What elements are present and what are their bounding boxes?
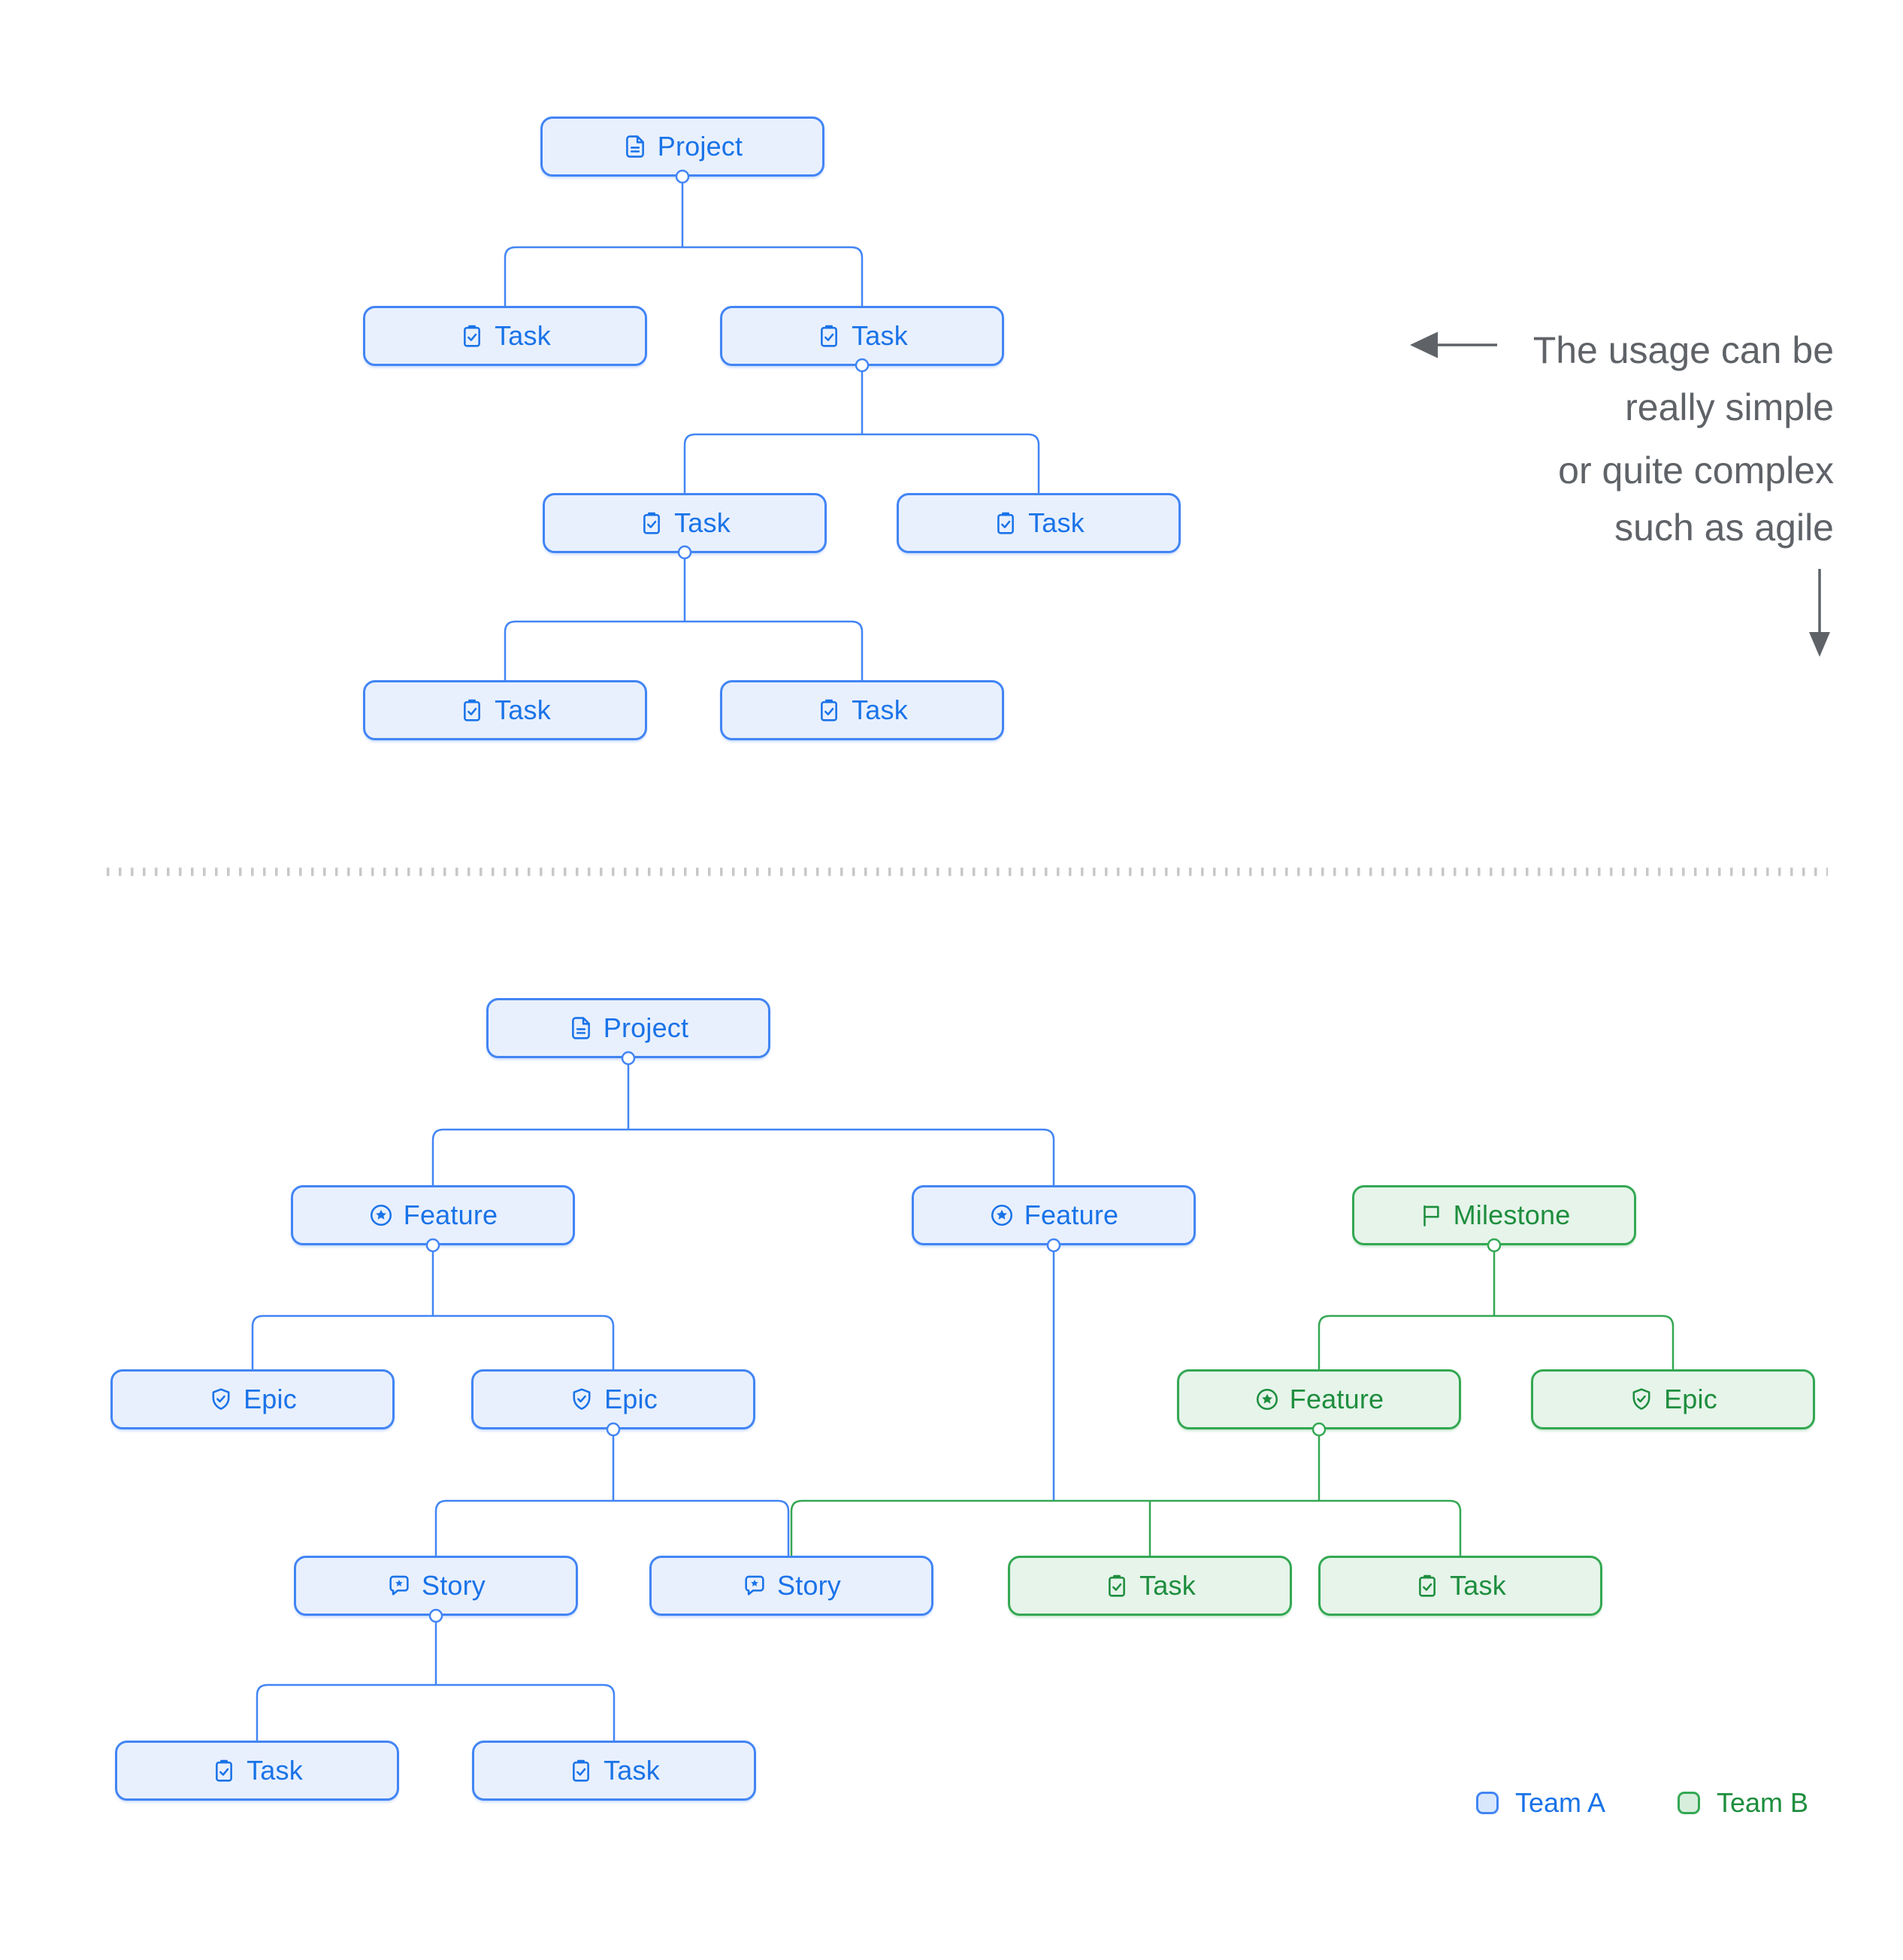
story-icon: [386, 1573, 412, 1599]
document-icon: [568, 1015, 594, 1041]
node-label: Task: [1028, 507, 1085, 538]
node-epic-a2[interactable]: Epic: [471, 1369, 755, 1429]
team-a-swatch: [1476, 1792, 1499, 1814]
node-label: Task: [495, 694, 551, 725]
node-story-2[interactable]: Story: [649, 1556, 933, 1616]
connector-epic2-stories: [434, 1499, 790, 1556]
connector-task2-children: [683, 433, 1040, 493]
annotation-line: really simple: [1625, 386, 1834, 428]
node-label: Project: [657, 131, 743, 162]
document-icon: [622, 134, 648, 159]
task-icon: [993, 510, 1018, 536]
node-label: Task: [247, 1755, 303, 1786]
connector-project2-features: [431, 1128, 1055, 1185]
team-b-label: Team B: [1717, 1787, 1809, 1818]
annotation-line: The usage can be: [1532, 329, 1834, 371]
team-a-label: Team A: [1515, 1787, 1606, 1818]
task-icon: [459, 323, 485, 349]
node-label: Task: [674, 507, 731, 538]
epic-icon: [208, 1387, 234, 1412]
node-label: Epic: [604, 1384, 658, 1414]
node-task-a1[interactable]: Task: [115, 1741, 399, 1801]
node-task-simple-1[interactable]: Task: [363, 306, 647, 366]
node-task-simple-5[interactable]: Task: [363, 680, 647, 740]
task-icon: [459, 697, 485, 723]
task-icon: [639, 510, 664, 536]
down-arrow-icon: [1809, 569, 1830, 657]
node-feature-a2[interactable]: Feature: [912, 1185, 1196, 1245]
node-label: Project: [603, 1012, 689, 1043]
node-task-simple-4[interactable]: Task: [897, 493, 1181, 553]
node-feature-a1[interactable]: Feature: [291, 1185, 575, 1245]
node-task-b2[interactable]: Task: [1318, 1556, 1602, 1616]
connector-feature1-epics: [251, 1314, 615, 1369]
annotation-text: The usage can be really simple or quite …: [1533, 322, 1834, 556]
node-feature-b[interactable]: Feature: [1177, 1369, 1461, 1429]
node-label: Task: [1450, 1570, 1506, 1601]
node-epic-b[interactable]: Epic: [1531, 1369, 1815, 1429]
connector-story1-tasks: [256, 1683, 616, 1741]
node-label: Story: [421, 1570, 486, 1601]
node-task-b1[interactable]: Task: [1008, 1556, 1292, 1616]
legend-team-a: Team A: [1476, 1787, 1605, 1819]
node-label: Milestone: [1453, 1199, 1571, 1230]
feature-icon: [368, 1202, 394, 1228]
feature-icon: [1254, 1387, 1280, 1412]
node-label: Task: [495, 320, 551, 351]
flag-icon: [1418, 1202, 1444, 1228]
node-project-complex[interactable]: Project: [486, 998, 770, 1058]
node-label: Task: [1139, 1570, 1196, 1601]
legend-team-b: Team B: [1678, 1787, 1808, 1819]
connector-milestone-children: [1318, 1314, 1675, 1369]
annotation-line: or quite complex: [1558, 449, 1834, 492]
node-task-simple-3[interactable]: Task: [543, 493, 827, 553]
node-task-simple-6[interactable]: Task: [720, 680, 1004, 740]
node-label: Epic: [244, 1384, 297, 1414]
left-arrow-icon: [1410, 331, 1497, 358]
node-story-1[interactable]: Story: [294, 1556, 578, 1616]
node-label: Task: [604, 1755, 660, 1786]
node-milestone[interactable]: Milestone: [1352, 1185, 1636, 1245]
node-epic-a1[interactable]: Epic: [110, 1369, 395, 1429]
node-label: Task: [852, 694, 908, 725]
task-icon: [1414, 1573, 1440, 1599]
epic-icon: [1629, 1387, 1654, 1412]
epic-icon: [569, 1387, 594, 1412]
connector-shared-green-bar: [790, 1499, 1462, 1556]
node-task-simple-2[interactable]: Task: [720, 306, 1004, 366]
node-project-simple[interactable]: Project: [540, 116, 824, 177]
task-icon: [211, 1758, 237, 1783]
node-task-a2[interactable]: Task: [472, 1741, 756, 1801]
node-label: Epic: [1664, 1384, 1717, 1414]
node-label: Story: [776, 1570, 842, 1601]
node-label: Feature: [403, 1199, 498, 1230]
team-b-swatch: [1678, 1792, 1700, 1814]
connector-project-tasks: [504, 246, 864, 306]
story-icon: [742, 1573, 767, 1599]
connector-task3-children: [504, 620, 864, 680]
node-label: Feature: [1024, 1199, 1119, 1230]
task-icon: [816, 697, 842, 723]
task-icon: [816, 323, 842, 349]
node-label: Task: [852, 320, 908, 351]
task-icon: [568, 1758, 594, 1783]
node-label: Feature: [1289, 1384, 1384, 1414]
feature-icon: [989, 1202, 1015, 1228]
annotation-line: such as agile: [1614, 507, 1834, 549]
task-icon: [1104, 1573, 1130, 1599]
